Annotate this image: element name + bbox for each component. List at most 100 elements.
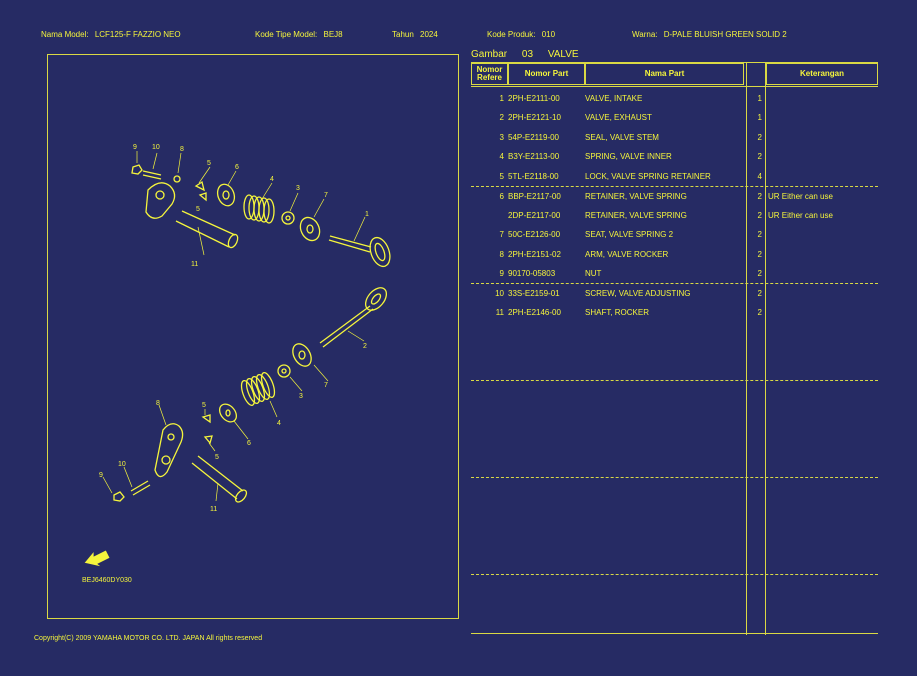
year-value: 2024 <box>420 30 438 39</box>
rocker-arm-shape <box>145 182 176 219</box>
valve-spring-lower <box>240 372 276 406</box>
header-note: Keterangan <box>799 69 844 78</box>
callout-4: 4 <box>270 176 274 183</box>
type-value: BEJ8 <box>323 30 343 39</box>
row-part-name: ARM, VALVE ROCKER <box>585 250 669 259</box>
row-ref: 7 <box>499 230 504 239</box>
parts-diagram: 1 2 3 3 4 4 5 5 5 5 6 6 7 7 8 8 9 9 10 1… <box>47 54 459 619</box>
row-part-number: 2PH-E2146-00 <box>508 308 561 317</box>
header-type: Kode Tipe Model: BEJ8 <box>255 30 347 39</box>
product-label: Kode Produk: <box>487 30 536 39</box>
header-part-name: Nama Part <box>644 69 685 78</box>
valve-exploded-view: 1 2 3 3 4 4 5 5 5 5 6 6 7 7 8 8 9 9 10 1… <box>82 144 391 584</box>
row-note: UR Either can use <box>768 211 833 220</box>
row-ref: 1 <box>499 94 504 103</box>
callout-1: 1 <box>365 211 369 218</box>
year-label: Tahun <box>392 30 414 39</box>
callout-8b: 8 <box>156 400 160 407</box>
table-row: 1 2PH-E2111-00 VALVE, INTAKE 1 <box>471 94 878 113</box>
row-qty: 1 <box>757 113 762 122</box>
callout-11b: 11 <box>210 506 217 513</box>
callout-6b: 6 <box>247 440 251 447</box>
callout-10b: 10 <box>118 461 126 468</box>
figure-name: VALVE <box>547 49 579 60</box>
row-qty: 2 <box>757 133 762 142</box>
row-part-number: 2PH-E2151-02 <box>508 250 561 259</box>
row-qty: 2 <box>757 152 762 161</box>
callout-5b: 5 <box>196 206 200 213</box>
callout-2: 2 <box>363 343 367 350</box>
row-qty: 1 <box>757 94 762 103</box>
row-qty: 4 <box>757 172 762 181</box>
row-qty: 2 <box>757 192 762 201</box>
row-ref: 2 <box>499 113 504 122</box>
table-row: 9 90170-05803 NUT 2 <box>471 269 878 288</box>
model-label: Nama Model: <box>41 30 89 39</box>
row-part-number: BBP-E2117-00 <box>508 192 561 201</box>
row-part-name: SHAFT, ROCKER <box>585 308 650 317</box>
figure-number: 03 <box>521 49 534 60</box>
callout-3: 3 <box>296 185 300 192</box>
header-product: Kode Produk: 010 <box>487 30 559 39</box>
table-row: 11 2PH-E2146-00 SHAFT, ROCKER 2 <box>471 308 878 327</box>
callout-5d: 5 <box>215 454 219 461</box>
row-part-number: 54P-E2119-00 <box>508 133 559 142</box>
callout-9: 9 <box>133 144 137 151</box>
row-part-name: LOCK, VALVE SPRING RETAINER <box>585 172 711 181</box>
row-part-name: SCREW, VALVE ADJUSTING <box>585 289 691 298</box>
header-ref-line1: Nomor <box>476 65 503 74</box>
row-ref: 5 <box>499 172 504 181</box>
row-part-name: RETAINER, VALVE SPRING <box>585 211 687 220</box>
callout-8: 8 <box>180 146 184 153</box>
row-part-number: 2PH-E2121-10 <box>508 113 561 122</box>
table-row: 10 33S-E2159-01 SCREW, VALVE ADJUSTING 2 <box>471 289 878 308</box>
row-part-name: SPRING, VALVE INNER <box>585 152 672 161</box>
table-row: 5 5TL-E2118-00 LOCK, VALVE SPRING RETAIN… <box>471 172 878 191</box>
product-value: 010 <box>541 30 556 39</box>
table-row: 3 54P-E2119-00 SEAL, VALVE STEM 2 <box>471 133 878 152</box>
table-row: 2 2PH-E2121-10 VALVE, EXHAUST 1 <box>471 113 878 132</box>
row-ref: 11 <box>495 308 504 317</box>
table-row: 8 2PH-E2151-02 ARM, VALVE ROCKER 2 <box>471 250 878 269</box>
header-year: Tahun 2024 <box>392 30 442 39</box>
row-qty: 2 <box>757 269 762 278</box>
table-row: 2DP-E2117-00 RETAINER, VALVE SPRING 2 UR… <box>471 211 878 230</box>
color-label: Warna: <box>632 30 658 39</box>
callout-7b: 7 <box>324 382 328 389</box>
row-ref: 4 <box>499 152 504 161</box>
row-part-number: 5TL-E2118-00 <box>508 172 559 181</box>
row-part-number: 2PH-E2111-00 <box>508 94 560 103</box>
row-part-number: 33S-E2159-01 <box>508 289 560 298</box>
row-qty: 2 <box>757 308 762 317</box>
valve-spring-upper <box>243 194 275 224</box>
row-part-number: 2DP-E2117-00 <box>508 211 561 220</box>
table-row: 4 B3Y-E2113-00 SPRING, VALVE INNER 2 <box>471 152 878 171</box>
row-ref: 8 <box>499 250 504 259</box>
callout-5c: 5 <box>202 402 206 409</box>
row-ref: 10 <box>495 289 504 298</box>
type-label: Kode Tipe Model: <box>255 30 318 39</box>
row-ref: 3 <box>499 133 504 142</box>
model-value: LCF125-F FAZZIO NEO <box>94 30 181 39</box>
row-part-name: VALVE, EXHAUST <box>585 113 652 122</box>
callout-5: 5 <box>207 160 211 167</box>
color-value: D-PALE BLUISH GREEN SOLID 2 <box>663 30 787 39</box>
header-part-number: Nomor Part <box>524 69 569 78</box>
row-qty: 2 <box>757 289 762 298</box>
row-part-name: SEAT, VALVE SPRING 2 <box>585 230 674 239</box>
lower-assembly <box>102 287 388 503</box>
table-row: 7 50C-E2126-00 SEAT, VALVE SPRING 2 2 <box>471 230 878 249</box>
row-part-number: B3Y-E2113-00 <box>508 152 560 161</box>
row-ref: 9 <box>499 269 504 278</box>
callout-11: 11 <box>191 261 198 268</box>
callout-7: 7 <box>324 192 328 199</box>
row-qty: 2 <box>757 211 762 220</box>
row-qty: 2 <box>757 250 762 259</box>
front-arrow-icon <box>83 549 111 568</box>
callout-labels: 1 2 3 3 4 4 5 5 5 5 6 6 7 7 8 8 9 9 10 1… <box>99 144 369 513</box>
row-part-name: SEAL, VALVE STEM <box>585 133 659 142</box>
callout-9b: 9 <box>99 472 103 479</box>
figure-code: BEJ6460DY030 <box>82 577 132 584</box>
